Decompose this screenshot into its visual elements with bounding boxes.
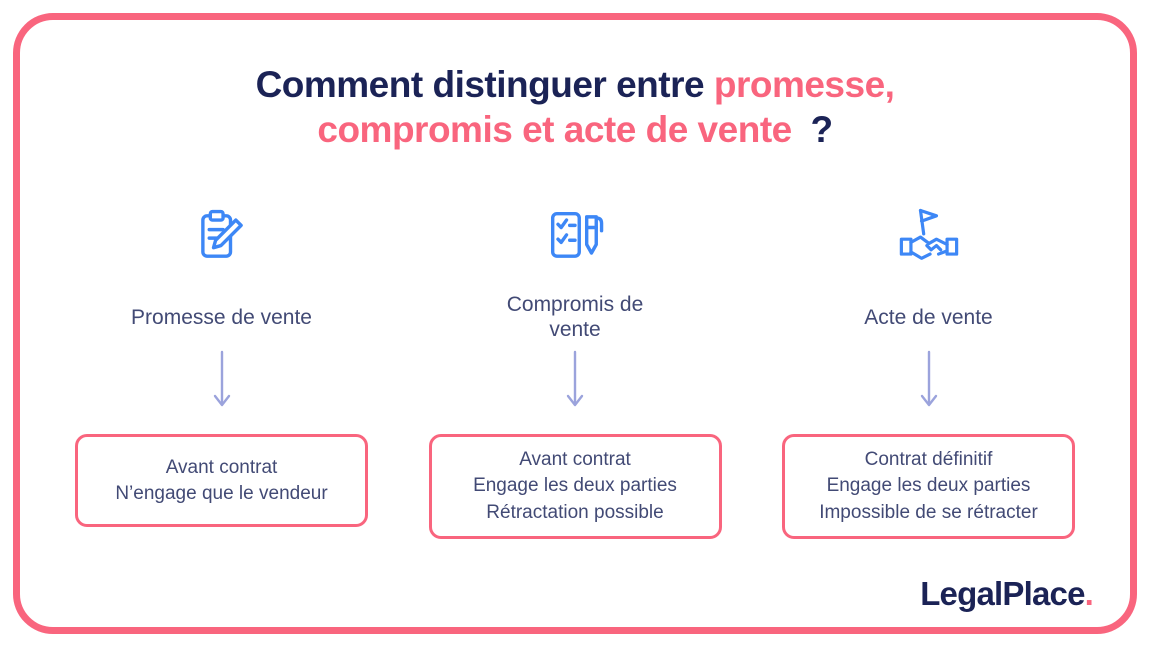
checklist-pen-icon: [541, 196, 609, 276]
clipboard-pencil-icon: [188, 196, 256, 276]
columns-row: Promesse de vente Avant contrat N’engage…: [0, 196, 1150, 539]
column-compromis: Compromis de vente Avant contrat Engage …: [428, 196, 722, 539]
title-segment-navy-1: Comment distinguer entre: [255, 64, 705, 105]
info-box-text: Avant contrat N’engage que le vendeur: [115, 456, 328, 504]
title-question-mark: ?: [810, 109, 834, 151]
info-box-text: Avant contrat Engage les deux parties Ré…: [473, 449, 677, 523]
info-box-text: Contrat définitif Engage les deux partie…: [819, 449, 1038, 523]
down-arrow-icon: [918, 350, 940, 412]
column-acte: Acte de vente Contrat définitif Engage l…: [782, 196, 1075, 539]
info-box: Avant contrat Engage les deux parties Ré…: [428, 434, 722, 539]
column-promesse: Promesse de vente Avant contrat N’engage…: [75, 196, 368, 539]
logo-dot: .: [1084, 575, 1094, 612]
page-title: Comment distinguer entre promesse, compr…: [0, 62, 1150, 152]
info-box: Contrat définitif Engage les deux partie…: [782, 434, 1075, 539]
column-label: Acte de vente: [864, 305, 993, 329]
info-box: Avant contrat N’engage que le vendeur: [75, 434, 368, 528]
title-segment-pink-2: compromis et acte de vente: [317, 109, 792, 151]
logo-text: LegalPlace: [920, 575, 1085, 612]
legalplace-logo: LegalPlace.: [920, 575, 1094, 613]
down-arrow-icon: [211, 350, 233, 412]
title-segment-pink-1: promesse,: [713, 64, 895, 105]
down-arrow-icon: [564, 350, 586, 412]
column-label: Compromis de vente: [506, 293, 644, 342]
column-label: Promesse de vente: [131, 305, 312, 329]
handshake-flag-icon: [895, 196, 963, 276]
